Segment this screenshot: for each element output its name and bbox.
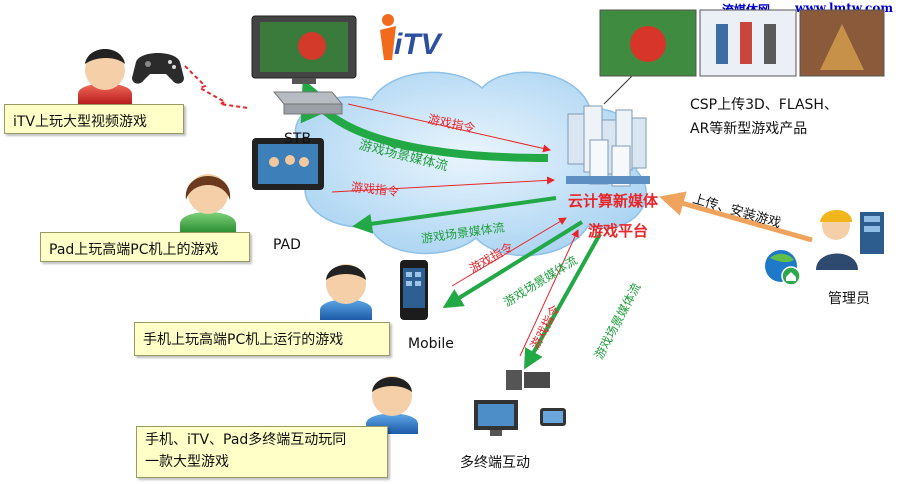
wireless-signal-icon [184,65,249,109]
multi-terminal-icon [474,370,566,436]
stream-arrow-multi [524,233,602,370]
callout-multi: 手机、iTV、Pad多终端互动玩同 一款大型游戏 [136,426,388,478]
stb-box-icon [272,91,344,115]
pad-device-icon [252,138,324,190]
person-itv-icon [78,49,132,104]
csp-text-line2: AR等新型游戏产品 [690,121,808,137]
mobile-phone-icon [400,260,428,320]
command-arrow-stb [347,103,551,153]
globe-home-icon [765,250,801,286]
stb-label: STB [284,131,312,147]
command-arrow-multi [519,229,579,357]
callout-multi-line2: 一款大型游戏 [145,454,229,470]
itv-logo-mark-icon [380,14,396,60]
command-arrow-mobile [451,217,567,287]
callout-pad: Pad上玩高端PC机上的游戏 [40,232,250,262]
csp-game-thumbnails [599,9,885,77]
platform-title-line1: 云计算新媒体 [568,192,659,210]
gamepad-icon [132,53,184,84]
callout-multi-line1: 手机、iTV、Pad多终端互动玩同 [145,432,347,448]
cloud-shape [290,71,647,257]
pad-label: PAD [273,237,301,253]
stream-arrow-mobile [442,220,584,309]
command-arrow-pad [331,176,555,193]
csp-connector [603,71,637,105]
upload-arrow [659,191,813,243]
platform-title-line2: 游戏平台 [588,222,649,240]
admin-icon [816,210,884,270]
itv-logo-text: iTV [394,28,441,61]
mobile-label: Mobile [408,336,454,352]
tv-icon [251,15,357,84]
callout-mobile: 手机上玩高端PC机上运行的游戏 [134,322,390,356]
stream-arrow-pad [352,196,557,234]
callout-itv: iTV上玩大型视频游戏 [4,104,184,134]
csp-text-line1: CSP上传3D、FLASH、 [690,97,838,113]
person-pad-icon [180,174,236,232]
multi-terminal-label: 多终端互动 [460,455,530,471]
admin-label: 管理员 [828,291,870,307]
itv-logo: iTV [374,12,454,64]
person-mobile-icon [320,264,372,320]
datacenter-icon [566,105,650,187]
